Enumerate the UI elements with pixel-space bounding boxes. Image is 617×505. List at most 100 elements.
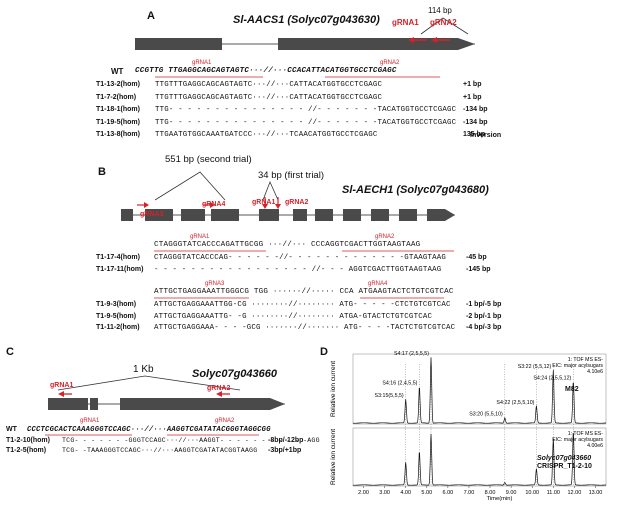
panel-b-gene-diagram	[121, 171, 455, 221]
x-tick-label: 9.00	[506, 490, 517, 496]
mutant-line-label: T1-19-5(hom)	[96, 118, 140, 126]
mutation-size: -4 bp/-3 bp	[466, 324, 502, 331]
panel-b-ref2-underline	[154, 297, 444, 299]
panel-b-grna3-inline: gRNA3	[205, 281, 225, 287]
panel-c-grna1-inline: gRNA1	[80, 418, 100, 424]
panel-a-title: Sl-AACS1 (Solyc07g043630)	[233, 14, 380, 26]
panel-c-gene-diagram	[48, 375, 285, 410]
panel-a-letter: A	[147, 10, 155, 22]
chromatogram-trace	[353, 357, 606, 424]
x-axis-label: Time(min)	[487, 496, 513, 502]
mutation-size: -1 bp/-5 bp	[466, 301, 502, 308]
panel-c-title: Solyc07g043660	[192, 368, 278, 380]
mutant-sequence: ATTGCTGAGGAAA- - - -GCG ·······//·······…	[154, 324, 456, 332]
panel-d-mutant-label-1: Solyc07g043660	[537, 455, 592, 462]
mutant-sequence: TTGAATGTGGCAAATGATCCC···//···TCAACATGGTG…	[155, 131, 378, 139]
mutation-size: -45 bp	[466, 254, 487, 261]
mutation-size: -145 bp	[466, 265, 491, 273]
panel-d-letter: D	[320, 346, 328, 358]
mutation-size: -134 bp	[463, 118, 488, 126]
x-tick-label: 7.00	[464, 490, 475, 496]
x-tick-label: 3.00	[379, 490, 390, 496]
panel-c-grna2-label: gRNA2	[207, 385, 231, 392]
panel-d-mutant-label-2: CRISPR_T1-2-10	[537, 463, 592, 470]
panel-a-grna2-inline: gRNA2	[380, 60, 400, 66]
panel-d-m82-label: M82	[565, 386, 579, 393]
mutant-line-label: T1-17-4(hom)	[96, 254, 140, 261]
mutant-line-label: T1-17-11(hom)	[96, 265, 144, 273]
panel-b-ref1-seq: CTAGGGTATCACCCAGATTGCGG ···//··· CCCAGGT…	[154, 241, 421, 249]
peak-label: S4:22 (2,5,5,10)	[496, 400, 534, 406]
x-tick-label: 10.00	[525, 490, 539, 496]
panel-c-letter: C	[6, 346, 14, 358]
peak-label: S3:22 (5,5,12)	[518, 364, 552, 370]
mutant-sequence: TCG- - - - - - -GGGTCCAGC···//···AAGGT- …	[62, 437, 320, 444]
chart-frame-bottom	[352, 427, 607, 487]
mutant-line-label: T1-2-5(hom)	[6, 447, 47, 454]
y-axis-label: Relative ion current	[330, 429, 337, 485]
mutation-size: +1 bp	[463, 93, 482, 101]
mutant-line-label: T1-9-3(hom)	[96, 301, 137, 308]
mutant-sequence: CTAGGGTATCACCCAG- - - - - -//- - - - - -…	[154, 254, 447, 262]
x-tick-label: 2.00	[358, 490, 369, 496]
mutant-line-label: T1-9-5(hom)	[96, 312, 137, 320]
mutant-sequence: TTGTTTGAGGCAGCAGTAGTC···//···CATTACATGGT…	[155, 93, 383, 102]
panel-info-text: EIC: major acylsugars	[552, 363, 603, 369]
panel-b-grna2-inline: gRNA2	[375, 234, 395, 240]
panel-b-grna2-label: gRNA2	[285, 199, 309, 206]
panel-b-second-trial: 551 bp (second trial)	[165, 154, 252, 165]
x-tick-label: 11.00	[547, 490, 560, 496]
panel-info-text: 1: TOF MS ES-	[568, 357, 604, 363]
panel-a-wt-seq: CCGTTG TTGAGGCAGCAGTAGTC···//···CCACATTA…	[135, 67, 397, 75]
panel-c-wt-seq: CCCTCGCACTCAAAGGGTCCAGC···//···AAGGTCGAT…	[27, 426, 271, 434]
peak-label: S4:24 (2,5,5,12)	[533, 375, 571, 381]
mutant-line-label: T1-18-1(hom)	[96, 106, 140, 113]
x-tick-label: 12.00	[567, 490, 581, 496]
panel-b-grna1-label: gRNA1	[252, 199, 276, 206]
peak-label: S4:17 (2,5,5,5)	[394, 351, 429, 357]
mutant-sequence: ATTGCTGAGGAAATTGG-CG ········//········ …	[154, 301, 451, 309]
panel-a-grna-underline	[155, 76, 440, 78]
panel-b-letter: B	[98, 166, 106, 178]
peak-label: S3:20 (5,5,10)	[469, 412, 503, 418]
mutant-sequence: TTG- - - - - - - - - - - - - - - //- - -…	[155, 118, 457, 127]
chart-frame-top	[352, 353, 607, 425]
mutation-size: 135 bp	[463, 131, 486, 138]
mutant-sequence: - - - - - - - - - - - - - - - - - //- - …	[154, 265, 442, 274]
mutation-size: -2 bp/-1 bp	[466, 312, 502, 320]
panel-a-grna1-inline: gRNA1	[192, 60, 212, 66]
y-axis-label: Relative ion current	[330, 361, 337, 417]
panel-a-grna2-label: gRNA2	[430, 18, 457, 27]
mutation-size: -8bp/-12bp	[268, 437, 304, 444]
panel-b-ref2-seq: ATTGCTGAGGAAATTGGGCG TGG ······//····· C…	[154, 288, 454, 296]
panel-info-text: EIC: major acylsugars	[552, 437, 603, 443]
panel-info-text: 1: TOF MS ES-	[568, 431, 604, 437]
mutation-size: -134 bp	[463, 106, 488, 113]
x-tick-label: 5.00	[421, 490, 432, 496]
panel-c-wt-label: WT	[6, 426, 17, 433]
panel-a-distance: 114 bp	[428, 6, 452, 15]
mutant-line-label: T1-7-2(hom)	[96, 93, 137, 101]
x-tick-label: 6.00	[443, 490, 454, 496]
panel-a-wt-label: WT	[111, 67, 124, 76]
mutation-size: -3bp/+1bp	[268, 447, 302, 454]
mutation-size: +1 bp	[463, 81, 482, 88]
mutant-sequence: ATTGCTGAGGAAATTG- -G ········//········ …	[154, 312, 433, 321]
x-tick-label: 13.00	[589, 490, 603, 496]
x-tick-label: 4.00	[400, 490, 411, 496]
panel-c-grna2-inline: gRNA2	[215, 418, 235, 424]
panel-b-first-trial: 34 bp (first trial)	[258, 170, 324, 181]
panel-c-distance: 1 Kb	[133, 364, 154, 375]
mutant-sequence: TTG- - - - - - - - - - - - - - - //- - -…	[155, 106, 457, 114]
panel-b-title: Sl-AECH1 (Solyc07g043680)	[342, 184, 489, 196]
panel-a-grna1-label: gRNA1	[392, 18, 419, 27]
panel-a-inversion: Inversion	[470, 132, 502, 139]
panel-a-gene-diagram	[135, 17, 475, 50]
panel-b-grna4-label: gRNA4	[202, 201, 226, 208]
peak-label: S4:16 (2,4,5,5)	[382, 381, 417, 387]
x-tick-label: 8.00	[485, 490, 496, 496]
panel-c-grna1-label: gRNA1	[50, 382, 74, 389]
mutant-line-label: T1-13-2(hom)	[96, 81, 140, 88]
mutant-line-label: T1-2-10(hom)	[6, 437, 50, 444]
